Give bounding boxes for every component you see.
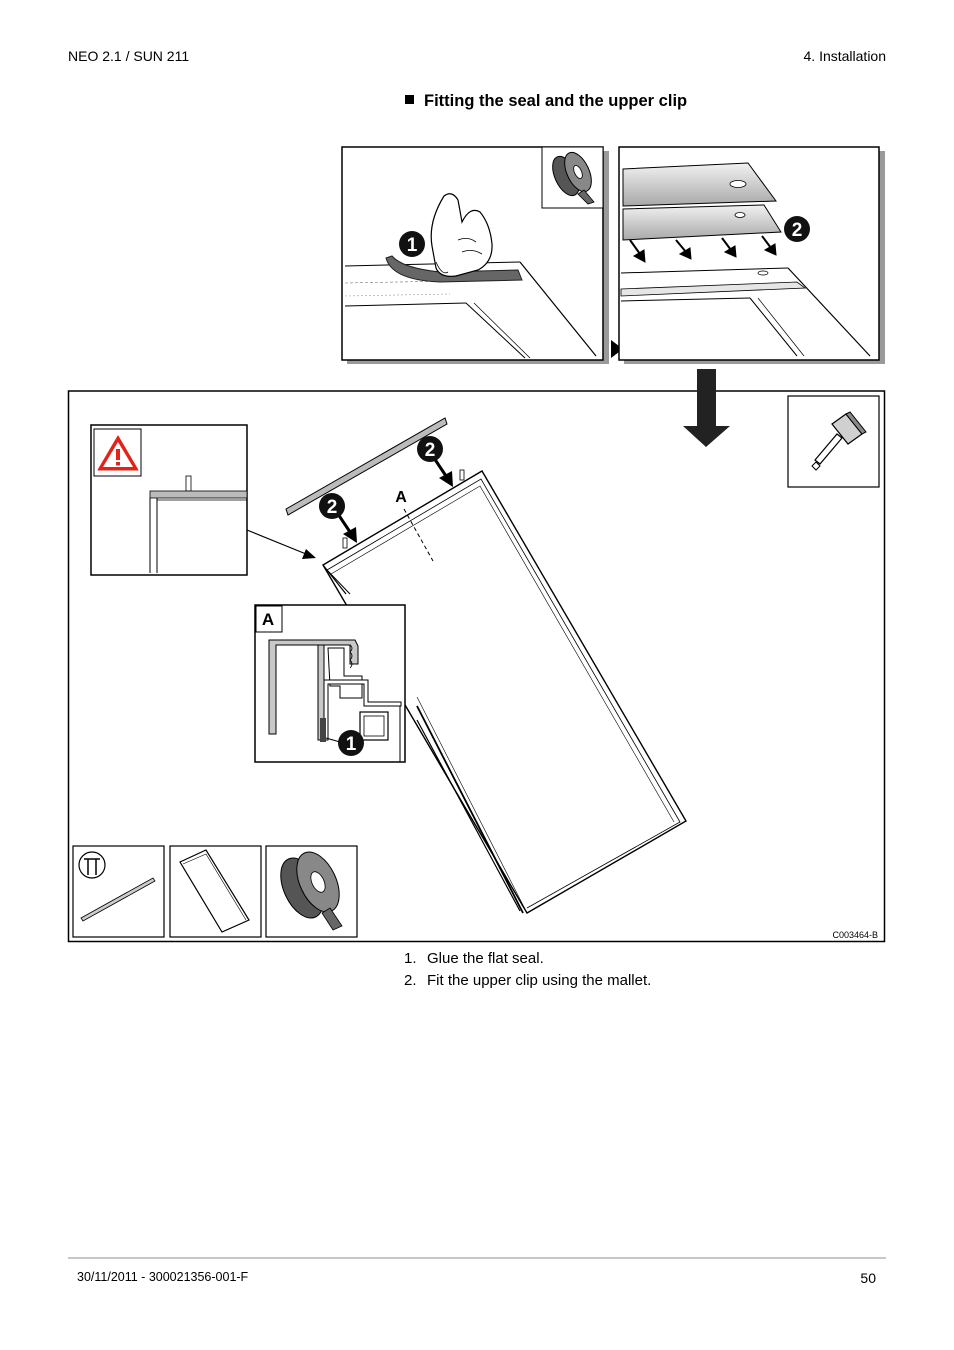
parts-strip xyxy=(72,845,358,938)
svg-text:2: 2 xyxy=(792,220,803,241)
callout-2-left: 2 xyxy=(319,493,357,543)
section-line-label: A xyxy=(395,489,407,506)
clip-bar-icon xyxy=(78,851,156,922)
drawing-code: C003464-B xyxy=(832,930,878,940)
step-item: 1.Glue the flat seal. xyxy=(404,950,544,967)
seal-roll-icon xyxy=(552,151,595,205)
main-figure-frame xyxy=(67,390,886,943)
top-step-2-panel xyxy=(618,146,885,364)
square-bullet-icon xyxy=(405,95,414,104)
footer-doc-ref: 30/11/2011 - 300021356-001-F xyxy=(77,1270,249,1284)
section-title: Fitting the seal and the upper clip xyxy=(405,92,687,111)
callout-1-top: 1 xyxy=(399,231,425,257)
warning-icon xyxy=(97,435,139,471)
instruction-steps: 1.Glue the flat seal. 2.Fit the upper cl… xyxy=(404,948,651,992)
top-step-1-panel xyxy=(341,146,609,364)
header-chapter: 4. Installation xyxy=(803,48,887,64)
svg-text:2: 2 xyxy=(425,440,436,461)
svg-text:2: 2 xyxy=(327,497,338,518)
panel-icon xyxy=(179,849,250,933)
callout-2-top: 2 xyxy=(784,216,810,242)
push-arrows xyxy=(629,235,777,263)
page-number: 50 xyxy=(860,1270,876,1286)
warning-detail-box xyxy=(90,424,248,576)
tape-roll-icon xyxy=(280,851,343,931)
callout-2-right: 2 xyxy=(417,436,453,487)
big-down-arrow-icon xyxy=(683,369,730,447)
collector-panel xyxy=(322,469,687,914)
svg-text:1: 1 xyxy=(407,235,418,256)
mallet-box xyxy=(787,395,880,488)
svg-text:1: 1 xyxy=(346,734,357,755)
callout-1-detail: 1 xyxy=(325,730,364,756)
detail-a-label: A xyxy=(262,610,274,629)
footer-divider xyxy=(68,1257,886,1259)
hand-icon xyxy=(430,193,493,277)
detail-a-box: A xyxy=(254,604,406,763)
mallet-icon xyxy=(811,411,867,471)
next-arrow-icon xyxy=(611,340,623,358)
header-product: NEO 2.1 / SUN 211 xyxy=(68,48,190,64)
step-item: 2.Fit the upper clip using the mallet. xyxy=(404,972,652,989)
